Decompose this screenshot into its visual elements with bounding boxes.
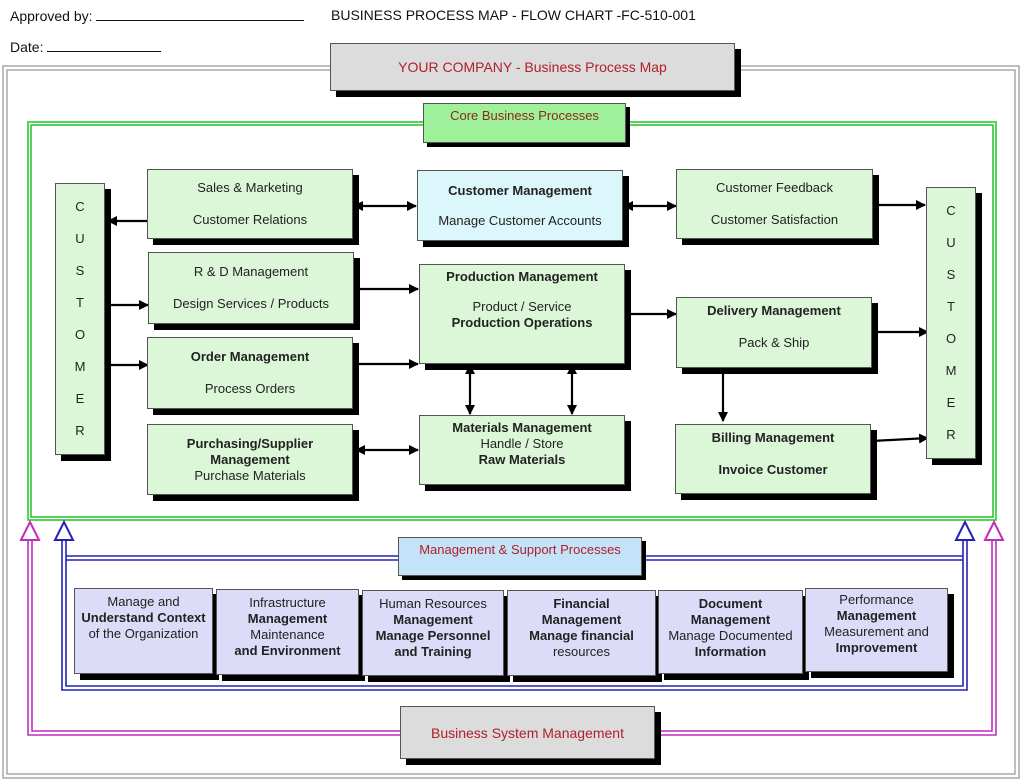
- support-line: Management: [836, 608, 917, 623]
- support-line: Infrastructure: [249, 595, 326, 610]
- support-line: Improvement: [835, 640, 918, 655]
- date-label: Date:: [10, 39, 44, 55]
- order-title: Order Management: [190, 349, 310, 364]
- purchasing-title: Purchasing/Supplier: [186, 435, 314, 451]
- support-line: Manage financial: [529, 628, 634, 643]
- customer-letter: S: [75, 263, 85, 278]
- customer-letter: U: [946, 235, 956, 250]
- date-field: Date:: [10, 37, 162, 55]
- system-up-arrows: [19, 519, 1005, 541]
- customer-letter: T: [947, 299, 955, 314]
- support-line: Understand Context: [81, 610, 206, 625]
- support-line: and Training: [394, 644, 472, 659]
- company-title-box: YOUR COMPANY - Business Process Map: [330, 43, 735, 91]
- production-management-box: Production Management Product / Service …: [419, 264, 625, 364]
- production-subtitle-2: Production Operations: [451, 315, 593, 330]
- customer-letter: O: [945, 331, 957, 346]
- support-box-financial: Financial Management Manage financial re…: [507, 590, 656, 676]
- support-line: Human Resources: [379, 596, 487, 611]
- customer-mgmt-title: Customer Management: [448, 182, 592, 198]
- support-line: of the Organization: [88, 626, 199, 641]
- materials-title: Materials Management: [452, 420, 592, 435]
- rnd-title: R & D Management: [193, 264, 309, 279]
- document-title: BUSINESS PROCESS MAP - FLOW CHART -FC-51…: [331, 7, 696, 23]
- support-line: Manage Documented: [668, 628, 793, 643]
- approved-by-field: Approved by:: [10, 6, 305, 24]
- customer-letter: O: [74, 327, 86, 342]
- support-box-infrastructure: Infrastructure Management Maintenance an…: [216, 589, 359, 675]
- billing-title: Billing Management: [711, 430, 835, 445]
- production-title: Production Management: [446, 269, 598, 284]
- business-system-box: Business System Management: [400, 706, 655, 759]
- company-title: YOUR COMPANY - Business Process Map: [398, 59, 667, 75]
- support-box-context: Manage and Understand Context of the Org…: [74, 588, 213, 674]
- core-processes-label: Core Business Processes: [450, 108, 599, 123]
- support-line: Management: [541, 612, 622, 627]
- support-line: Performance: [839, 592, 914, 607]
- support-line: and Environment: [234, 643, 341, 658]
- materials-management-box: Materials Management Handle / Store Raw …: [419, 415, 625, 485]
- order-management-box: Order Management Process Orders: [147, 337, 353, 409]
- core-processes-label-box: Core Business Processes: [423, 103, 626, 143]
- customer-letter: T: [76, 295, 84, 310]
- customer-right-box: C U S T O M E R: [926, 187, 976, 459]
- customer-letter: C: [946, 203, 956, 218]
- approved-by-label: Approved by:: [10, 8, 93, 24]
- customer-letter: M: [74, 359, 86, 374]
- support-box-document: Document Management Manage Documented In…: [658, 590, 803, 674]
- purchasing-title-2: Management: [210, 451, 290, 467]
- sales-title: Sales & Marketing: [197, 180, 303, 195]
- billing-subtitle: Invoice Customer: [718, 462, 828, 477]
- support-box-performance: Performance Management Measurement and I…: [805, 588, 948, 672]
- delivery-title: Delivery Management: [707, 303, 841, 318]
- customer-letter: S: [946, 267, 956, 282]
- customer-letter: C: [75, 199, 85, 214]
- support-line: Management: [393, 612, 473, 627]
- customer-letter: E: [75, 391, 85, 406]
- customer-letter: R: [946, 427, 956, 442]
- approved-by-line: [96, 6, 305, 21]
- customer-feedback-box: Customer Feedback Customer Satisfaction: [676, 169, 873, 239]
- business-system-label: Business System Management: [431, 724, 624, 741]
- support-up-arrows: [53, 519, 976, 541]
- support-line: Management: [690, 612, 771, 627]
- billing-management-box: Billing Management Invoice Customer: [675, 424, 871, 494]
- support-line: Measurement and: [824, 624, 929, 639]
- support-box-human-resources: Human Resources Management Manage Person…: [362, 590, 504, 676]
- customer-letter: R: [75, 423, 85, 438]
- feedback-subtitle: Customer Satisfaction: [710, 212, 839, 227]
- support-line: Maintenance: [250, 627, 325, 642]
- support-processes-label: Management & Support Processes: [419, 542, 621, 557]
- arrow-billing-to-customer: [871, 433, 929, 444]
- feedback-title: Customer Feedback: [715, 180, 834, 195]
- purchasing-supplier-box: Purchasing/Supplier Management Purchase …: [147, 424, 353, 495]
- support-line: Document: [698, 596, 763, 611]
- materials-subtitle: Handle / Store: [480, 436, 564, 451]
- support-processes-label-box: Management & Support Processes: [398, 537, 642, 576]
- delivery-subtitle: Pack & Ship: [738, 335, 810, 350]
- support-line: Manage and: [107, 594, 180, 609]
- date-line: [47, 37, 162, 52]
- support-line: Information: [694, 644, 767, 659]
- purchasing-subtitle: Purchase Materials: [194, 467, 306, 483]
- customer-left-box: C U S T O M E R: [55, 183, 105, 455]
- sales-subtitle: Customer Relations: [192, 212, 308, 227]
- support-line: Management: [247, 611, 328, 626]
- customer-letter: U: [75, 231, 85, 246]
- materials-subtitle-2: Raw Materials: [478, 452, 566, 467]
- support-line: Manage Personnel: [375, 628, 491, 643]
- delivery-management-box: Delivery Management Pack & Ship: [676, 297, 872, 368]
- production-subtitle: Product / Service: [472, 299, 572, 314]
- support-line: resources: [552, 644, 611, 659]
- support-line: Financial: [553, 596, 610, 611]
- sales-marketing-box: Sales & Marketing Customer Relations: [147, 169, 353, 239]
- rnd-management-box: R & D Management Design Services / Produ…: [148, 252, 354, 324]
- order-subtitle: Process Orders: [204, 381, 296, 396]
- customer-letter: M: [945, 363, 957, 378]
- rnd-subtitle: Design Services / Products: [172, 296, 330, 311]
- customer-management-box: Customer Management Manage Customer Acco…: [417, 170, 623, 241]
- customer-letter: E: [946, 395, 956, 410]
- customer-mgmt-subtitle: Manage Customer Accounts: [438, 212, 602, 228]
